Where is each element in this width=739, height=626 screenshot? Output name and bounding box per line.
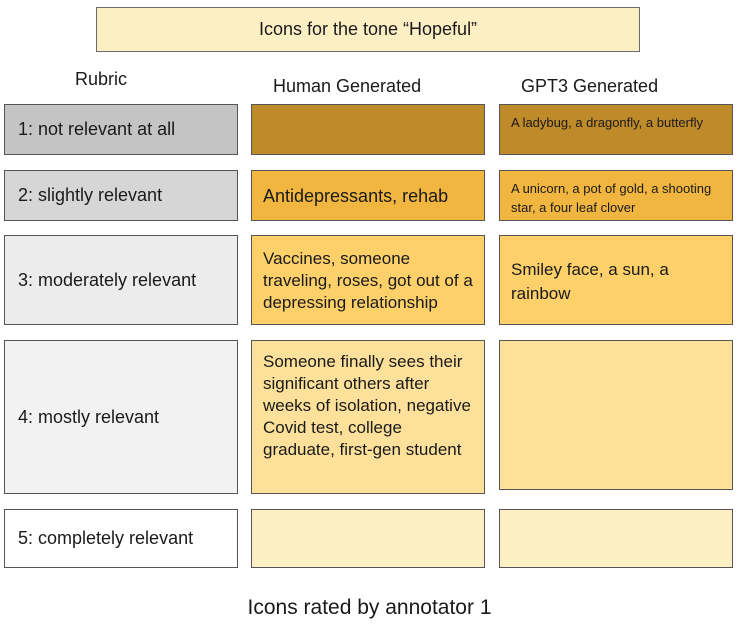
rubric-level-5: 5: completely relevant [4, 509, 238, 568]
human-cell-level-4: Someone finally sees their significant o… [251, 340, 485, 494]
gpt3-cell-level-5 [499, 509, 733, 568]
human-cell-level-3: Vaccines, someone traveling, roses, got … [251, 235, 485, 325]
rubric-header: Rubric [75, 69, 128, 89]
human-cell-level-5 [251, 509, 485, 568]
human-generated-header: Human Generated [273, 76, 422, 96]
gpt3-cell-level-1: A ladybug, a dragonfly, a butterfly [499, 104, 733, 155]
rubric-level-1: 1: not relevant at all [4, 104, 238, 155]
figure-caption: Icons rated by annotator 1 [247, 596, 492, 619]
human-cell-level-1 [251, 104, 485, 155]
rubric-level-2: 2: slightly relevant [4, 170, 238, 221]
gpt3-cell-level-3: Smiley face, a sun, a rainbow [499, 235, 733, 325]
rubric-level-4: 4: mostly relevant [4, 340, 238, 494]
figure-title: Icons for the tone “Hopeful” [96, 7, 640, 52]
rubric-level-3: 3: moderately relevant [4, 235, 238, 325]
gpt3-generated-header: GPT3 Generated [521, 76, 659, 96]
human-cell-level-2: Antidepressants, rehab [251, 170, 485, 221]
gpt3-cell-level-2: A unicorn, a pot of gold, a shooting sta… [499, 170, 733, 221]
gpt3-cell-level-4 [499, 340, 733, 490]
